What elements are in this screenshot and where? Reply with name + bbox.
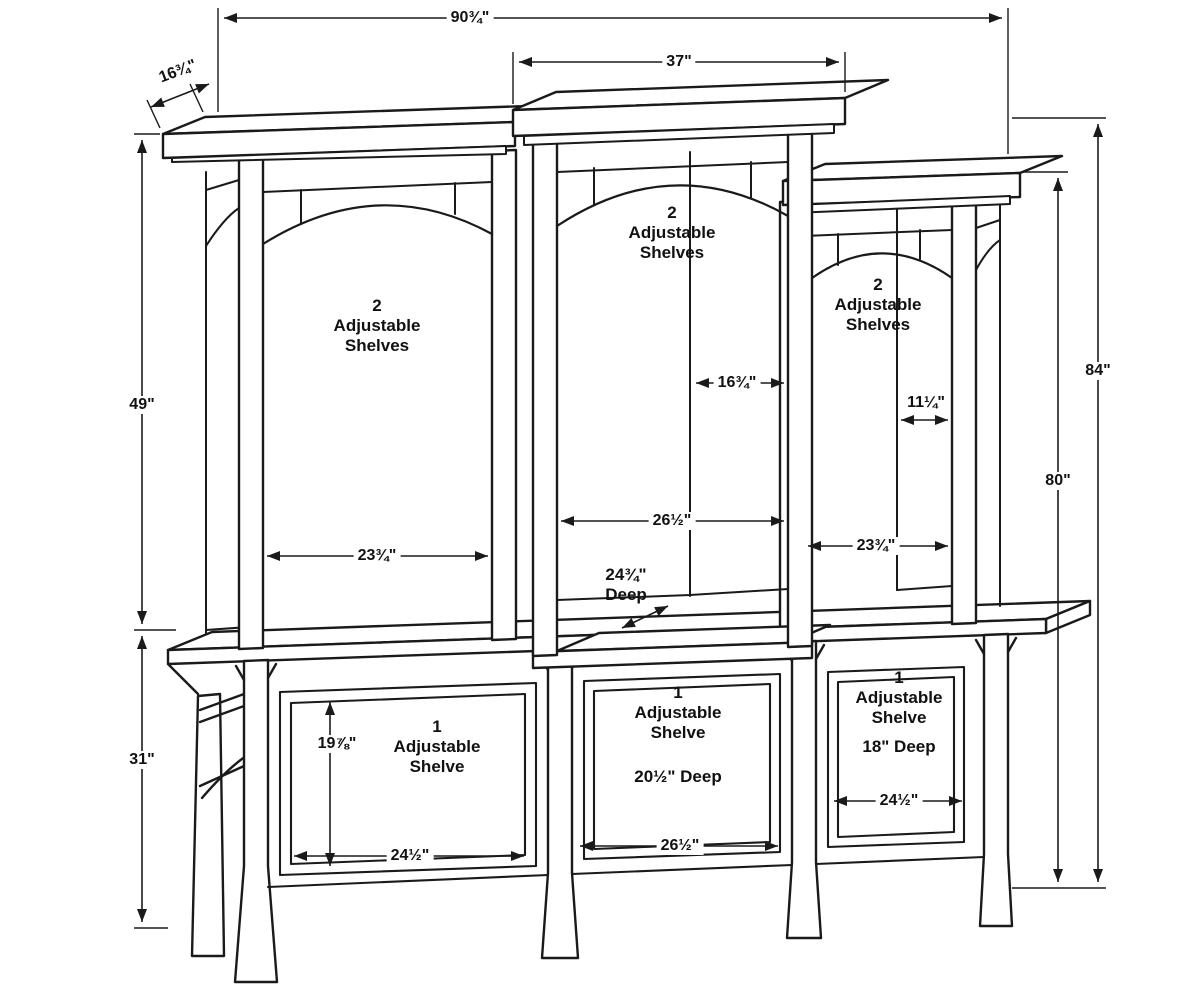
dim-right-inner-width: 23¾" (852, 537, 900, 555)
base-left-side (166, 662, 248, 958)
extension-lines (134, 8, 1106, 929)
base-panels (266, 665, 986, 889)
label-right-lower-shelve: 1 Adjustable Shelve (855, 667, 943, 728)
base-legs (233, 632, 1018, 984)
label-center-lower-deep: 20½" Deep (634, 766, 722, 786)
dim-base-left-height: 19⅞" (313, 735, 361, 753)
left-upper-section (161, 103, 559, 651)
dim-left-upper-height: 49" (125, 396, 159, 414)
dim-right-outer-height: 84" (1081, 362, 1115, 380)
dim-left-inner-width: 23¾" (353, 547, 401, 565)
arrow-cap-depth (150, 83, 210, 108)
center-upper-section (511, 78, 890, 670)
label-left-lower-shelve: 1 Adjustable Shelve (393, 716, 481, 777)
dim-right-inner-height: 80" (1041, 472, 1075, 490)
arrow-center-deep (621, 605, 669, 629)
label-right-upper-shelves: 2 Adjustable Shelves (834, 274, 922, 335)
dim-overall-width: 90¾" (446, 9, 494, 27)
dim-left-lower-height: 31" (125, 751, 159, 769)
dim-right-side-depth: 11¼" (907, 394, 945, 411)
dim-base-left-width: 24½" (386, 847, 434, 865)
dim-base-center-width: 26½" (656, 837, 704, 855)
label-center-deep: 24¾" Deep (605, 564, 647, 604)
dimension-arrows (137, 13, 1103, 922)
label-center-lower-shelve: 1 Adjustable Shelve (634, 682, 722, 743)
dim-center-side-depth: 16¾" (713, 374, 761, 392)
label-center-upper-shelves: 2 Adjustable Shelves (628, 202, 716, 263)
cabinet-structure (161, 78, 1092, 984)
dim-center-inner-width: 26½" (648, 512, 696, 530)
dim-top-center-width: 37" (662, 53, 696, 71)
dim-base-right-width: 24½" (875, 792, 923, 810)
label-left-upper-shelves: 2 Adjustable Shelves (333, 295, 421, 356)
label-right-lower-deep: 18" Deep (862, 736, 936, 756)
